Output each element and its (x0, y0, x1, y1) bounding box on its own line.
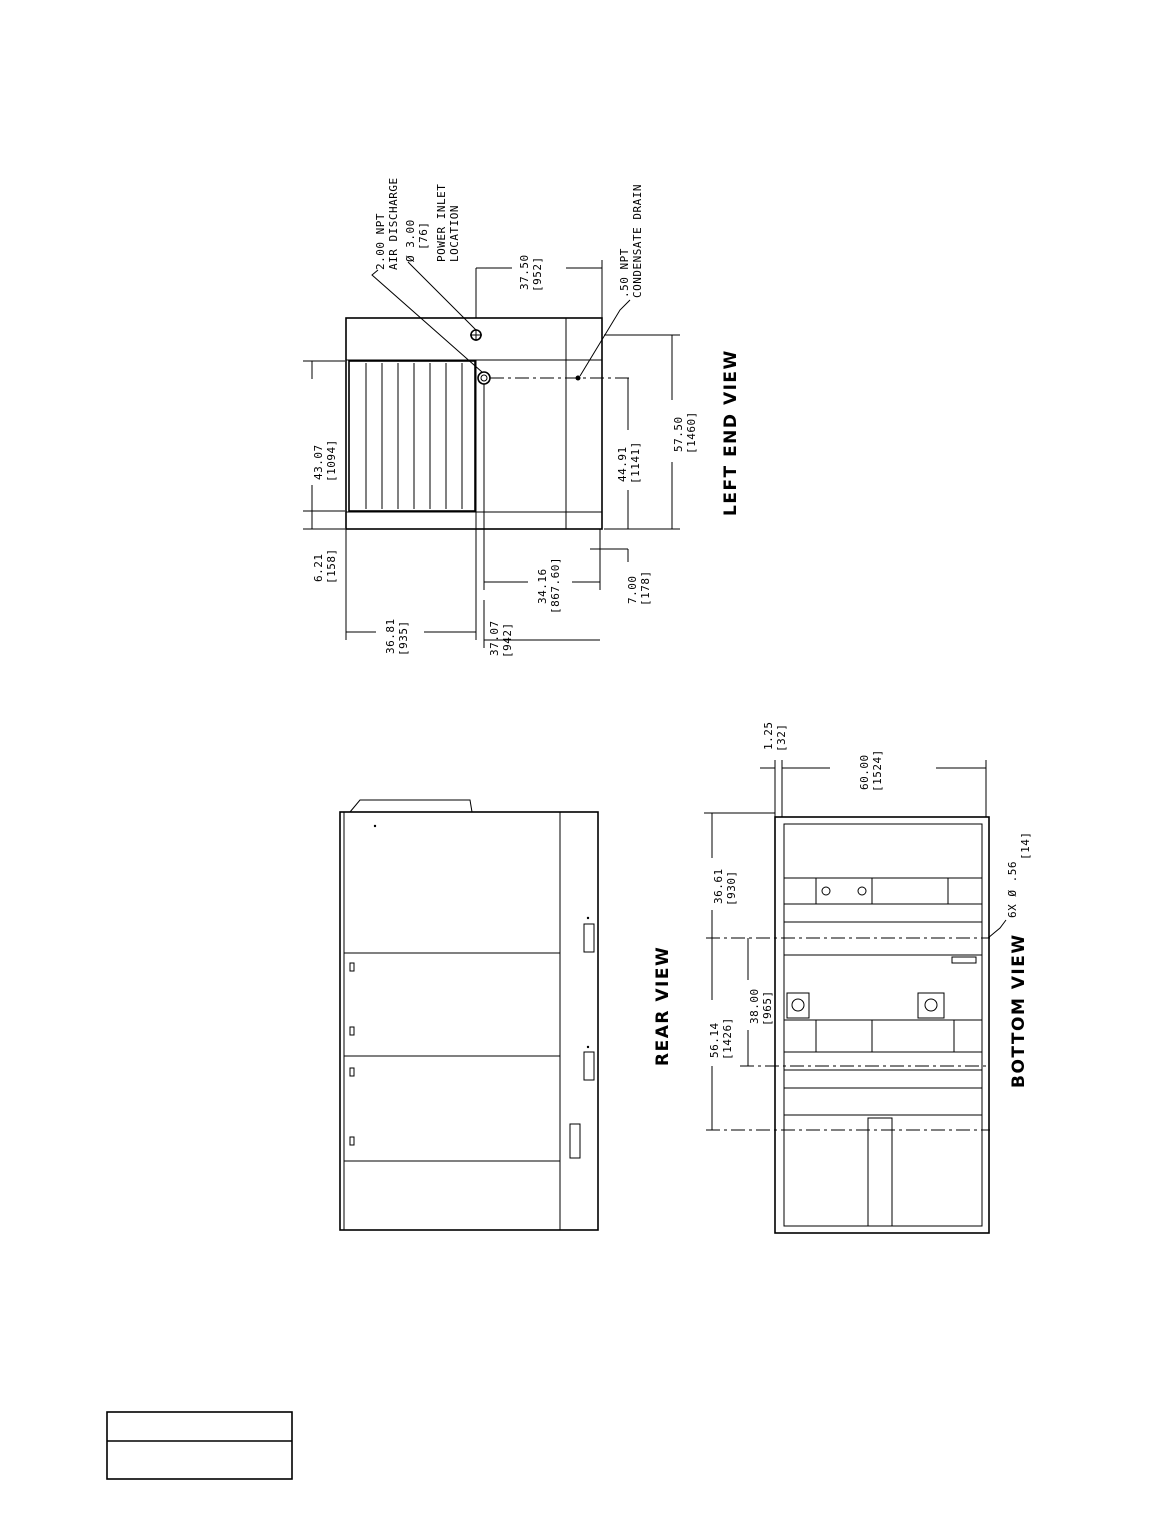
dim-44-91: 44.91 (616, 446, 629, 482)
dim-37-07: 37.07 (488, 620, 501, 656)
bottom-view-outline (774, 816, 990, 1234)
dim-6-21: 6.21 (312, 554, 325, 583)
panel-latch (349, 962, 355, 972)
mounting-holes-note: 6X Ø .56 (1006, 861, 1019, 918)
air-discharge-note: 2.00 NPT (374, 213, 387, 270)
dim-60-00: 60.00 (858, 754, 871, 790)
svg-text:[32]: [32] (775, 724, 788, 753)
bottom-view-title: BOTTOM VIEW (1009, 933, 1029, 1088)
dim-37-50: 37.50 (518, 254, 531, 290)
figure-label-box (106, 1411, 293, 1480)
rear-view-title: REAR VIEW (653, 946, 673, 1066)
svg-text:[1094]: [1094] (325, 439, 338, 482)
svg-text:[158]: [158] (325, 548, 338, 584)
dim-36-81: 36.81 (384, 618, 397, 654)
rear-view: REAR VIEW (339, 799, 673, 1231)
left-end-view-title: LEFT END VIEW (721, 349, 741, 516)
svg-text:[1524]: [1524] (871, 749, 884, 792)
svg-text:[178]: [178] (639, 570, 652, 606)
svg-text:CONDENSATE DRAIN: CONDENSATE DRAIN (631, 184, 644, 298)
svg-text:[965]: [965] (761, 990, 774, 1026)
air-grille (348, 360, 476, 512)
svg-text:[14]: [14] (1019, 832, 1032, 861)
condensate-drain-note: .50 NPT (618, 248, 631, 298)
power-inlet-note: Ø 3.00 (404, 219, 417, 262)
svg-text:[942]: [942] (501, 622, 514, 658)
svg-text:[935]: [935] (397, 620, 410, 656)
svg-text:[867.60]: [867.60] (549, 557, 562, 614)
mounting-pad (815, 877, 873, 905)
base-channel (867, 1117, 893, 1227)
air-discharge-fitting (477, 371, 491, 385)
dim-38-00: 38.00 (748, 988, 761, 1024)
dim-56-14: 56.14 (708, 1022, 721, 1058)
svg-text:POWER INLET: POWER INLET (435, 184, 448, 262)
svg-text:AIR DISCHARGE: AIR DISCHARGE (387, 177, 400, 270)
svg-text:[76]: [76] (417, 222, 430, 251)
dim-36-61: 36.61 (712, 868, 725, 904)
dim-34-16: 34.16 (536, 568, 549, 604)
left-end-outline (345, 317, 603, 530)
svg-text:[1141]: [1141] (629, 441, 642, 484)
svg-text:LOCATION: LOCATION (448, 205, 461, 262)
grille-slats (365, 363, 463, 509)
svg-text:[1460]: [1460] (685, 411, 698, 454)
base-opening (583, 923, 595, 953)
svg-text:[952]: [952] (531, 256, 544, 292)
rear-view-outline (339, 811, 599, 1231)
dim-57-50: 57.50 (672, 416, 685, 452)
svg-text:[930]: [930] (725, 870, 738, 906)
dim-7-00: 7.00 (626, 576, 639, 605)
left-end-view: 2.00 NPT AIR DISCHARGE Ø 3.00 [76] POWER… (303, 177, 741, 658)
dim-1-25: 1.25 (762, 722, 775, 751)
bottom-view: 1.25 [32] 60.00 [1524] 36.61 [930] 38.00… (704, 722, 1032, 1234)
svg-text:[1426]: [1426] (721, 1017, 734, 1060)
dim-43-07: 43.07 (312, 444, 325, 480)
